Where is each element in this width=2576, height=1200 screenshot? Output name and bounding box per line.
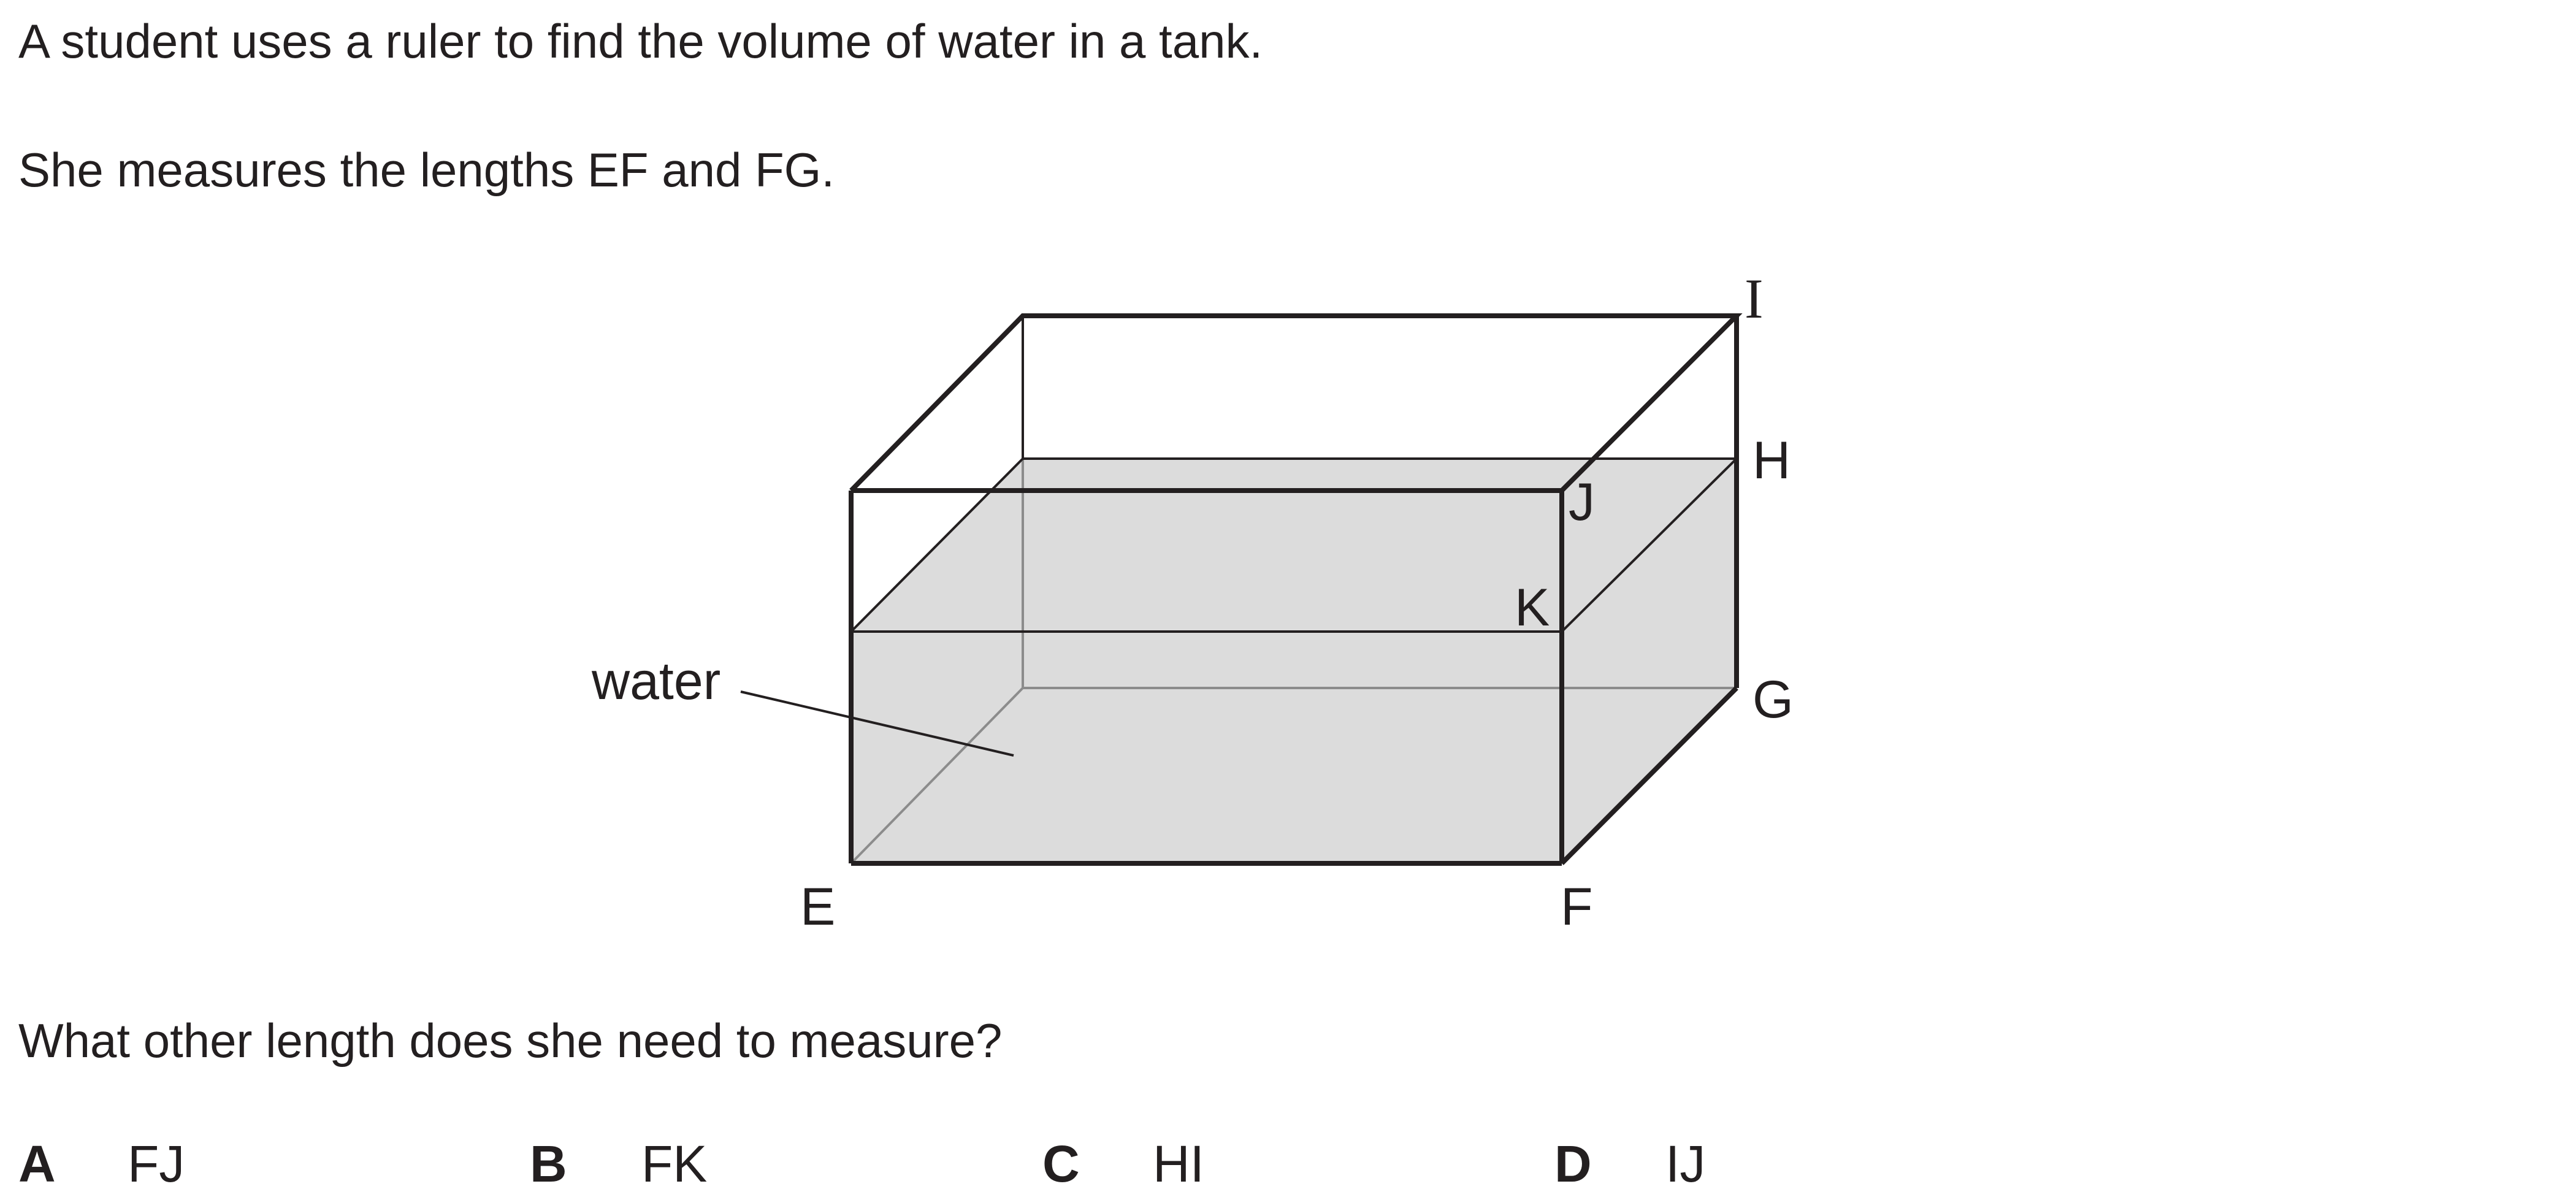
vertex-label-g: G (1752, 670, 1794, 729)
vertex-label-h: H (1752, 431, 1791, 490)
option-a-text: FJ (128, 1135, 185, 1193)
vertex-label-k: K (1515, 578, 1550, 637)
tank-right-bottom-edge (1560, 686, 1738, 865)
water-surface-right (1561, 457, 1738, 633)
question-prompt: What other length does she need to measu… (18, 1014, 1003, 1068)
hidden-edge-left-bottom-diagonal (850, 687, 1024, 865)
option-b-letter: B (530, 1135, 567, 1193)
water-leader-line (740, 690, 1014, 757)
option-d-letter: D (1554, 1135, 1592, 1193)
water-surface-left (850, 457, 1024, 633)
water-top-surface (851, 459, 1737, 632)
option-d-text: IJ (1665, 1135, 1706, 1193)
vertex-label-i: I (1745, 267, 1764, 330)
water-label: water (591, 652, 720, 711)
option-b-text: FK (641, 1135, 708, 1193)
vertex-label-j: J (1569, 473, 1595, 532)
option-a-letter: A (18, 1135, 56, 1193)
vertex-label-e: E (800, 877, 835, 936)
water-right-face (1562, 459, 1737, 863)
question-measured-lengths: She measures the lengths EF and FG. (18, 143, 835, 197)
water-front-face (851, 632, 1562, 863)
option-c-letter: C (1042, 1135, 1080, 1193)
option-c-text: HI (1153, 1135, 1204, 1193)
vertex-label-f: F (1561, 877, 1593, 936)
question-intro: A student uses a ruler to find the volum… (18, 14, 1263, 68)
